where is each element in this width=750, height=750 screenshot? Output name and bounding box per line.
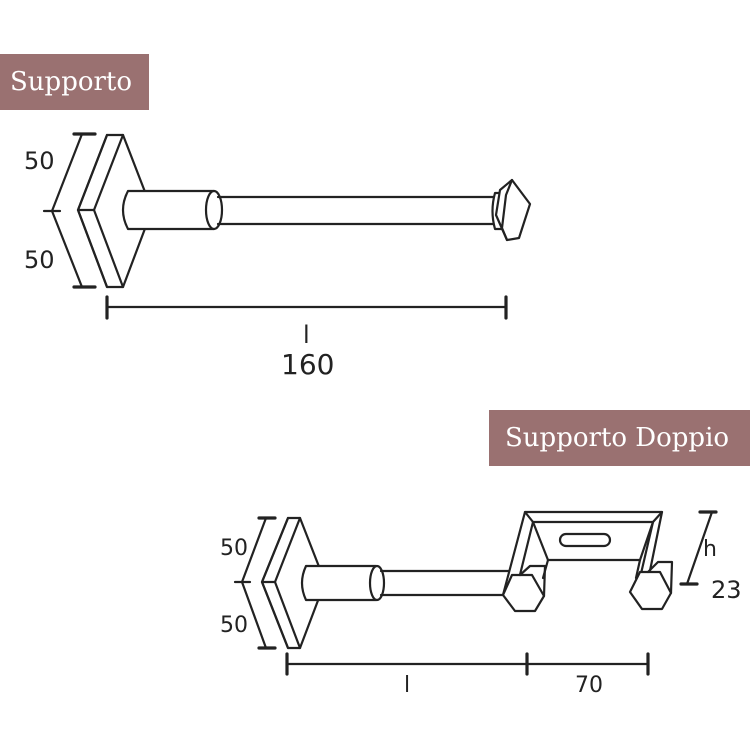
bracket-single: 50 50 l 160 xyxy=(24,132,532,381)
rod xyxy=(379,569,512,597)
height-dimension-lines xyxy=(233,516,277,650)
frame-slot xyxy=(558,532,612,548)
section-title-supporto: Supporto xyxy=(0,54,149,110)
dim-length-value: 160 xyxy=(281,348,334,381)
bracket-double: 50 50 l 70 h 23 xyxy=(220,510,742,698)
dim-spacing-70: 70 xyxy=(575,673,603,698)
dim-lower-50: 50 xyxy=(24,246,55,274)
height-dimension-lines xyxy=(42,132,97,289)
section-title-text: Supporto xyxy=(10,67,133,97)
wall-plate xyxy=(260,516,327,650)
dim-upper-50: 50 xyxy=(220,536,248,561)
rod-base xyxy=(121,189,224,231)
dim-height-symbol: h xyxy=(703,537,717,562)
frame-height-dimension xyxy=(679,510,718,586)
dim-length-symbol: l xyxy=(404,673,410,698)
rod-base xyxy=(300,564,386,602)
double-frame xyxy=(501,510,674,613)
wall-plate xyxy=(76,133,154,289)
rod xyxy=(216,195,498,226)
frame-clip-right xyxy=(628,570,673,611)
dim-height-value: 23 xyxy=(711,576,742,604)
section-title-text: Supporto Doppio xyxy=(505,423,730,453)
dim-lower-50: 50 xyxy=(220,613,248,638)
length-dimension xyxy=(285,652,650,676)
rod-end-cap xyxy=(491,178,532,242)
dim-length-symbol: l xyxy=(303,321,310,349)
dim-upper-50: 50 xyxy=(24,147,55,175)
length-dimension xyxy=(105,295,508,320)
section-title-supporto-doppio: Supporto Doppio xyxy=(489,410,750,466)
